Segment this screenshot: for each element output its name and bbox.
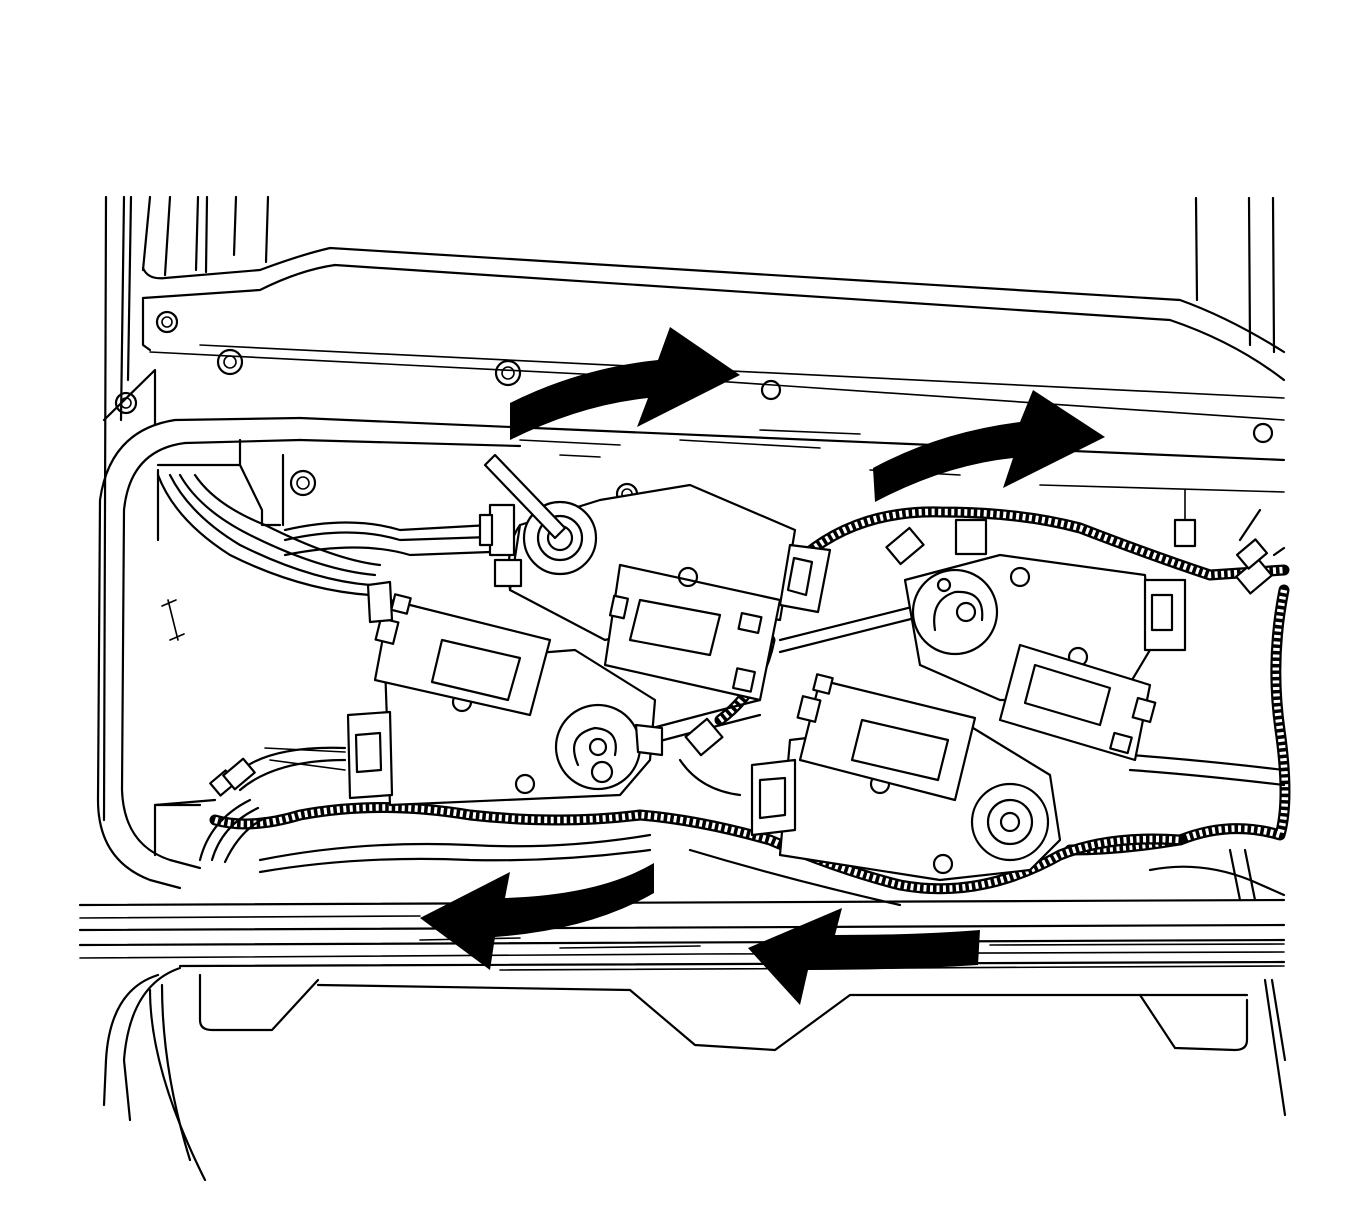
direction-arrows	[420, 327, 1105, 1005]
actuator-lower-left	[346, 580, 664, 807]
lower-right-arrow	[748, 908, 980, 1005]
actuator-upper-right	[903, 553, 1187, 762]
housing-frame	[78, 195, 1287, 1182]
upper-right-arrow	[873, 390, 1105, 502]
lower-left-arrow	[420, 863, 654, 970]
upper-left-arrow	[510, 327, 740, 440]
actuator-upper-left	[478, 453, 832, 702]
actuator-lower-right	[750, 673, 1062, 882]
